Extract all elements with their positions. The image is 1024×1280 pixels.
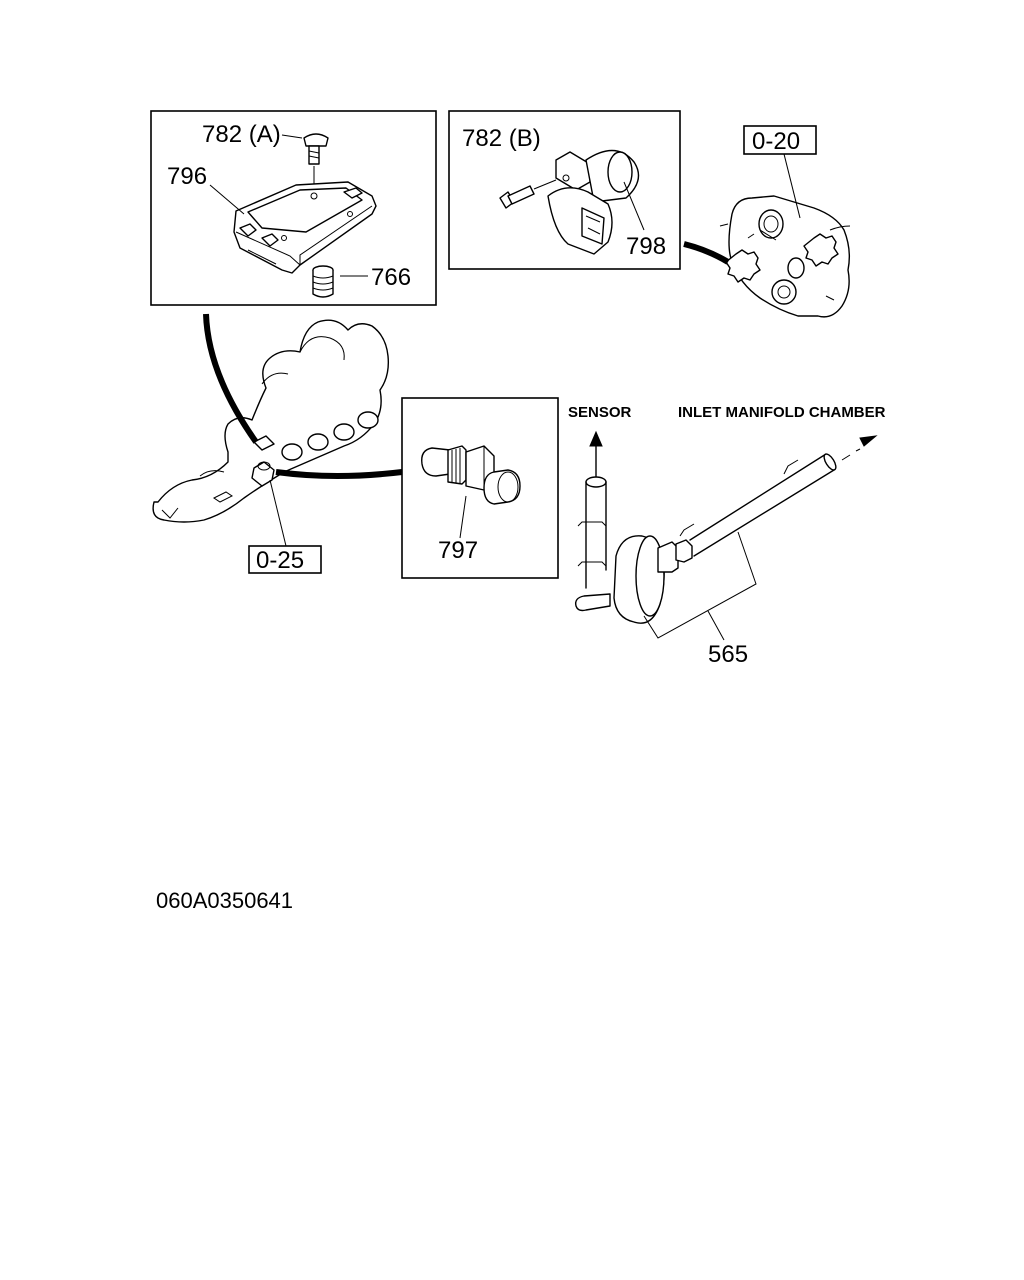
ref-0-20: 0-20 bbox=[752, 128, 800, 155]
intake-manifold-drawing: 0-25 bbox=[152, 319, 390, 574]
callout-798: 798 bbox=[626, 233, 666, 260]
callout-797: 797 bbox=[438, 537, 478, 564]
callout-782b: 782 (B) bbox=[462, 125, 541, 152]
vacuum-chamber-drawing: 565 SENSOR INLET MANIFOLD CHAMBER bbox=[568, 404, 886, 668]
ref-0-25: 0-25 bbox=[256, 547, 304, 574]
callout-565: 565 bbox=[708, 641, 748, 668]
connector-solenoid-cover bbox=[683, 241, 730, 265]
callout-796: 796 bbox=[167, 163, 207, 190]
label-inlet-manifold-chamber: INLET MANIFOLD CHAMBER bbox=[678, 404, 886, 421]
bolt-b-drawing bbox=[499, 179, 557, 209]
drawing-code: 060A0350641 bbox=[156, 888, 293, 913]
detail-box-module: 782 (A) 796 766 bbox=[150, 110, 437, 306]
temp-sensor-drawing bbox=[421, 445, 521, 505]
solenoid-drawing bbox=[547, 149, 640, 255]
grommet-drawing bbox=[312, 265, 334, 298]
detail-box-solenoid: 782 (B) 798 bbox=[448, 110, 681, 270]
detail-box-sensor: 797 bbox=[401, 397, 559, 579]
connector-manifold-sensor bbox=[275, 469, 403, 479]
timing-cover-drawing: 0-20 bbox=[719, 125, 851, 318]
bolt-a-drawing bbox=[303, 133, 329, 190]
callout-782a: 782 (A) bbox=[202, 121, 281, 148]
callout-766: 766 bbox=[371, 264, 411, 291]
connector-module-manifold bbox=[203, 313, 259, 444]
module-drawing bbox=[233, 181, 377, 274]
label-sensor: SENSOR bbox=[568, 404, 632, 421]
